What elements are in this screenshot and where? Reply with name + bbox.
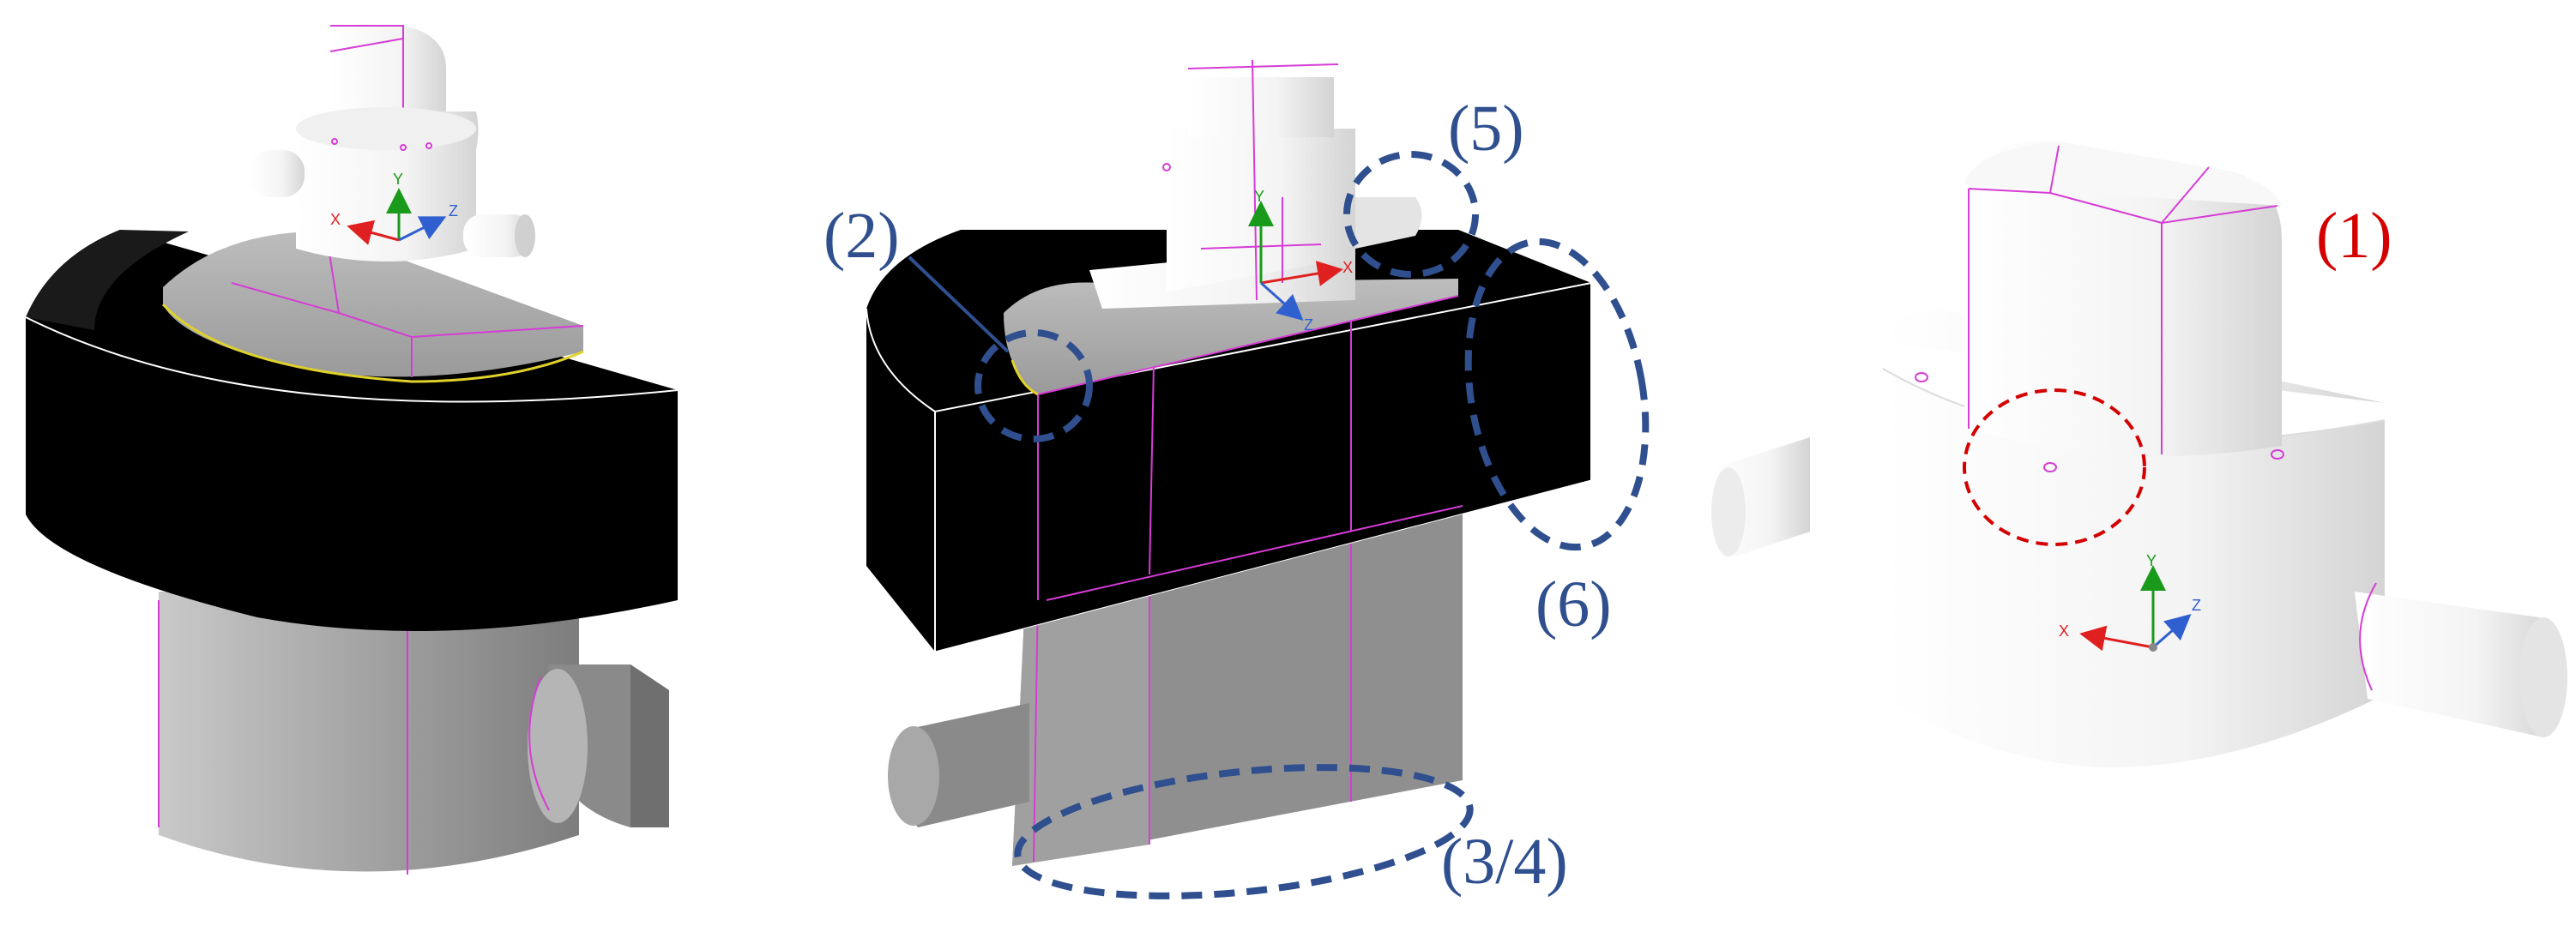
middle-model: Y X Z [866,59,1650,899]
left-small-part: Y X Z [249,25,535,262]
right-axis-x-label: X [2059,622,2069,640]
label-3-4: (3/4) [1441,826,1568,898]
left-axis-y-label: Y [393,171,403,188]
right-axis-z-label: Z [2192,597,2201,614]
middle-axis-x-label: X [1342,259,1353,276]
left-axis-x-label: X [330,211,341,228]
left-mold-ring [26,230,678,631]
label-5: (5) [1448,93,1524,165]
annotation-ellipse-6 [1464,238,1650,551]
left-casting-top [163,231,583,377]
annotation-ellipse-2 [974,329,1093,442]
annotation-leader-2 [908,256,1010,353]
annotation-ellipse-34 [1014,764,1474,899]
label-1: (1) [2316,200,2392,272]
annotation-circle-1 [1963,388,2146,546]
left-model: Y X Z [25,25,679,875]
annotation-ellipse-5 [1343,151,1479,278]
label-2: (2) [823,200,900,272]
middle-upright-part: Y X Z [1089,59,1422,334]
middle-axis-z-label: Z [1304,316,1313,334]
right-axis-y-label: Y [2146,552,2157,569]
right-model: Y X Z [1711,141,2567,768]
left-bottom-cylinder [159,592,579,873]
middle-axis-y-label: Y [1254,188,1264,205]
left-axis-z-label: Z [449,202,458,219]
right-upper-cylinder [1964,141,2282,457]
label-6: (6) [1535,568,1612,640]
